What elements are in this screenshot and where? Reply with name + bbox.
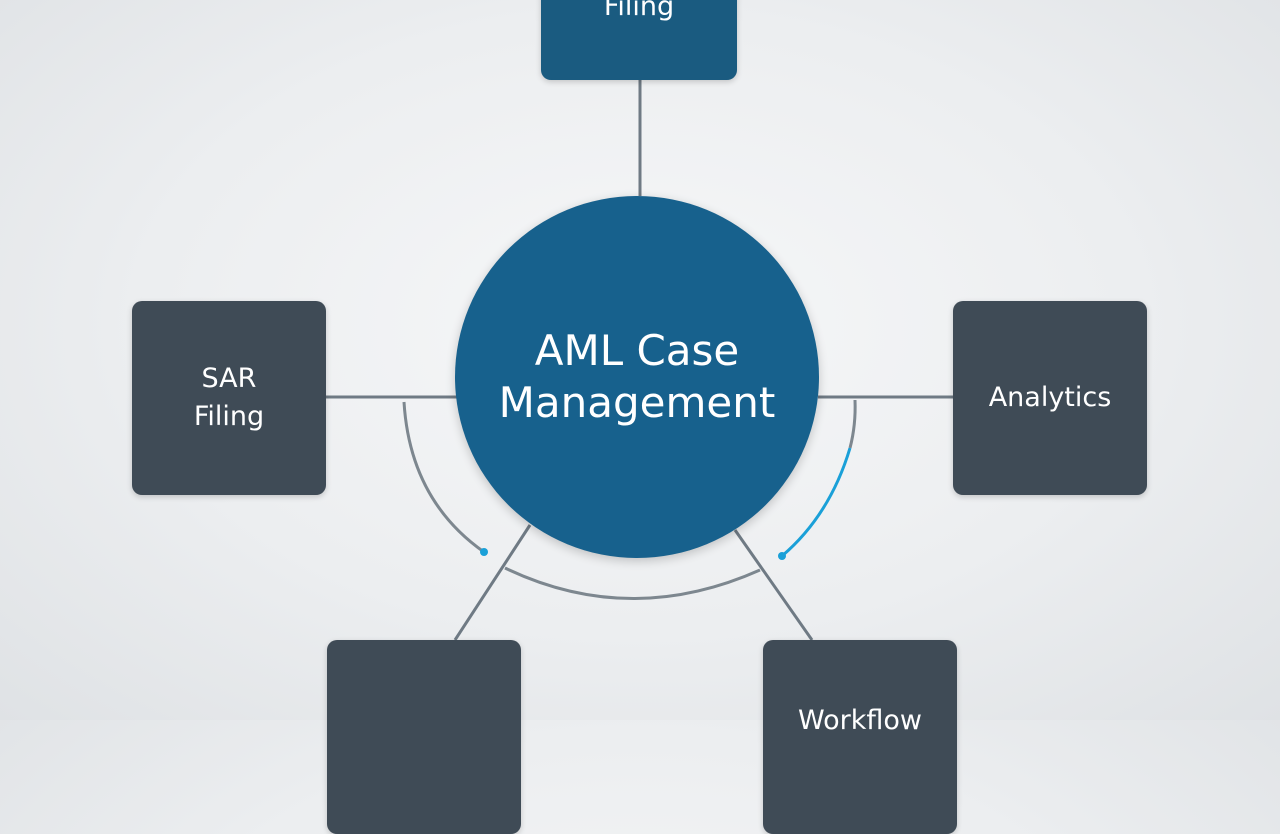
hub-title-line2: Management xyxy=(498,378,776,427)
arc-bottom xyxy=(504,566,761,600)
connector-layer xyxy=(326,80,953,641)
node-analytics-label: Analytics xyxy=(988,382,1112,413)
connector-bottom-left xyxy=(453,524,532,641)
node-workflow: Workflow xyxy=(763,640,957,834)
arc-right-gray xyxy=(848,399,857,449)
node-sar-filing: SAR Filing xyxy=(132,301,326,495)
arc-right-accent xyxy=(781,447,852,558)
node-sar-filing-line2: Filing xyxy=(193,401,265,432)
arc-right-dot xyxy=(778,552,786,560)
hub-aml-case-management: AML Case Management xyxy=(455,196,819,558)
node-filing-label: Filing xyxy=(603,0,675,22)
node-sar-filing-line1: SAR xyxy=(201,363,257,394)
node-filing: Filing xyxy=(541,0,737,80)
hub-title-line1: AML Case xyxy=(534,326,740,375)
node-workflow-label: Workflow xyxy=(798,705,922,736)
node-bottom-left xyxy=(327,640,521,834)
connector-bottom-right xyxy=(733,529,814,641)
arc-left-dot xyxy=(480,548,488,556)
arc-left xyxy=(402,401,485,554)
node-analytics: Analytics xyxy=(953,301,1147,495)
